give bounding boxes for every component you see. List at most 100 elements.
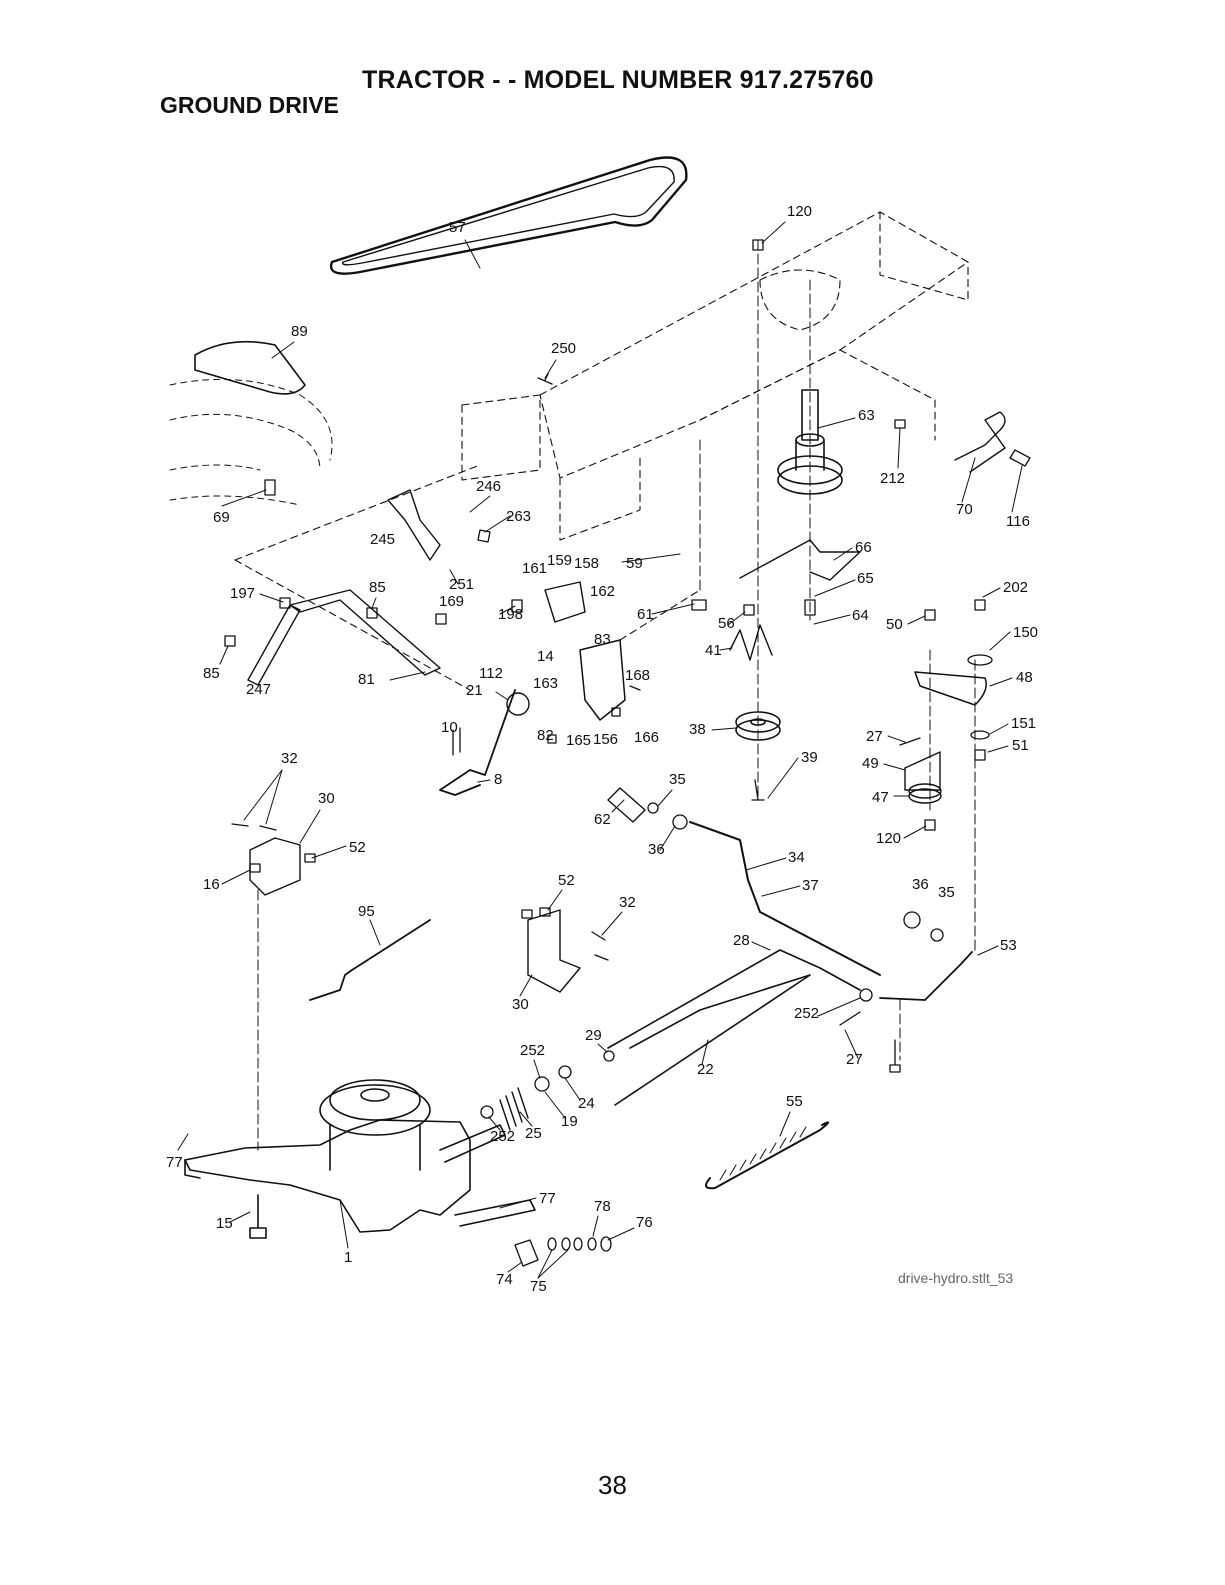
part-callout-197: 197 bbox=[230, 585, 255, 602]
part-callout-24: 24 bbox=[578, 1095, 595, 1112]
part-callout-76: 76 bbox=[636, 1214, 653, 1231]
part-callout-158: 158 bbox=[574, 555, 599, 572]
part-callout-70: 70 bbox=[956, 501, 973, 518]
part-callout-252: 252 bbox=[794, 1005, 819, 1022]
part-callout-120: 120 bbox=[876, 830, 901, 847]
part-callout-10: 10 bbox=[441, 719, 458, 736]
rod-34 bbox=[689, 821, 881, 976]
shaft-247 bbox=[247, 604, 301, 686]
part-callout-165: 165 bbox=[566, 732, 591, 749]
part-callout-159: 159 bbox=[547, 552, 572, 569]
idler-arm bbox=[914, 671, 987, 706]
part-callout-78: 78 bbox=[594, 1198, 611, 1215]
part-callout-48: 48 bbox=[1016, 669, 1033, 686]
part-callout-89: 89 bbox=[291, 323, 308, 340]
part-callout-34: 34 bbox=[788, 849, 805, 866]
part-callout-35: 35 bbox=[938, 884, 955, 901]
drive-belt bbox=[329, 156, 688, 275]
rod-81 bbox=[289, 589, 441, 676]
part-callout-63: 63 bbox=[858, 407, 875, 424]
part-callout-85: 85 bbox=[203, 665, 220, 682]
part-callout-81: 81 bbox=[358, 671, 375, 688]
part-callout-198: 198 bbox=[498, 606, 523, 623]
rod-70 bbox=[954, 411, 1006, 473]
part-callout-156: 156 bbox=[593, 731, 618, 748]
small-idler-pulley bbox=[908, 783, 942, 804]
part-callout-202: 202 bbox=[1003, 579, 1028, 596]
part-callout-51: 51 bbox=[1012, 737, 1029, 754]
part-callout-66: 66 bbox=[855, 539, 872, 556]
small-hardware bbox=[224, 239, 1031, 1073]
part-callout-263: 263 bbox=[506, 508, 531, 525]
part-callout-35: 35 bbox=[669, 771, 686, 788]
idler-pulley bbox=[735, 711, 781, 741]
shift-lever-8 bbox=[439, 689, 516, 796]
bracket-245 bbox=[387, 489, 441, 561]
part-callout-55: 55 bbox=[786, 1093, 803, 1110]
part-callout-36: 36 bbox=[648, 841, 665, 858]
bushing-62 bbox=[607, 787, 646, 823]
part-callout-247: 247 bbox=[246, 681, 271, 698]
part-callout-27: 27 bbox=[866, 728, 883, 745]
part-callout-25: 25 bbox=[525, 1125, 542, 1142]
part-callout-166: 166 bbox=[634, 729, 659, 746]
part-callout-251: 251 bbox=[449, 576, 474, 593]
part-callout-250: 250 bbox=[551, 340, 576, 357]
part-callout-21: 21 bbox=[466, 682, 483, 699]
part-callout-52: 52 bbox=[349, 839, 366, 856]
part-callout-53: 53 bbox=[1000, 937, 1017, 954]
engine-pulley bbox=[777, 389, 843, 495]
part-callout-30: 30 bbox=[512, 996, 529, 1013]
part-callout-36: 36 bbox=[912, 876, 929, 893]
part-callout-163: 163 bbox=[533, 675, 558, 692]
fender-outline bbox=[169, 378, 333, 506]
part-callout-32: 32 bbox=[619, 894, 636, 911]
spring-25 bbox=[499, 1087, 529, 1131]
part-callout-77: 77 bbox=[166, 1154, 183, 1171]
part-callout-29: 29 bbox=[585, 1027, 602, 1044]
part-callout-57: 57 bbox=[449, 219, 466, 236]
page-number: 38 bbox=[598, 1470, 627, 1500]
part-callout-32: 32 bbox=[281, 750, 298, 767]
part-callout-30: 30 bbox=[318, 790, 335, 807]
part-callout-38: 38 bbox=[689, 721, 706, 738]
axle-hardware bbox=[514, 1236, 612, 1267]
part-callout-64: 64 bbox=[852, 607, 869, 624]
idler-bracket bbox=[904, 751, 941, 791]
part-callout-47: 47 bbox=[872, 789, 889, 806]
part-callout-83: 83 bbox=[594, 631, 611, 648]
part-callout-28: 28 bbox=[733, 932, 750, 949]
part-callout-1: 1 bbox=[344, 1249, 352, 1266]
part-callout-62: 62 bbox=[594, 811, 611, 828]
part-callout-162: 162 bbox=[590, 583, 615, 600]
spring-55 bbox=[705, 1121, 829, 1190]
part-callout-245: 245 bbox=[370, 531, 395, 548]
part-callout-82: 82 bbox=[537, 727, 554, 744]
spring-55-coils bbox=[719, 1126, 807, 1181]
part-callout-77: 77 bbox=[539, 1190, 556, 1207]
rod-95 bbox=[309, 919, 431, 1001]
part-callout-212: 212 bbox=[880, 470, 905, 487]
part-callout-246: 246 bbox=[476, 478, 501, 495]
knob-21 bbox=[506, 692, 530, 716]
part-callout-252: 252 bbox=[520, 1042, 545, 1059]
part-callout-74: 74 bbox=[496, 1271, 513, 1288]
part-callout-69: 69 bbox=[213, 509, 230, 526]
part-callout-27: 27 bbox=[846, 1051, 863, 1068]
part-callout-16: 16 bbox=[203, 876, 220, 893]
part-callout-161: 161 bbox=[522, 560, 547, 577]
drawing-file-reference: drive-hydro.stlt_53 bbox=[898, 1270, 1014, 1286]
part-callout-85: 85 bbox=[369, 579, 386, 596]
part-callout-168: 168 bbox=[625, 667, 650, 684]
part-callout-116: 116 bbox=[1006, 513, 1030, 530]
bolt-15 bbox=[249, 1194, 267, 1239]
part-callout-8: 8 bbox=[494, 771, 502, 788]
leader-lines bbox=[177, 221, 1023, 1279]
part-callout-61: 61 bbox=[637, 606, 654, 623]
plate-30-right bbox=[527, 909, 581, 993]
part-callout-169: 169 bbox=[439, 593, 464, 610]
part-callout-120: 120 bbox=[787, 203, 812, 220]
part-callout-15: 15 bbox=[216, 1215, 233, 1232]
transaxle bbox=[184, 1079, 536, 1233]
